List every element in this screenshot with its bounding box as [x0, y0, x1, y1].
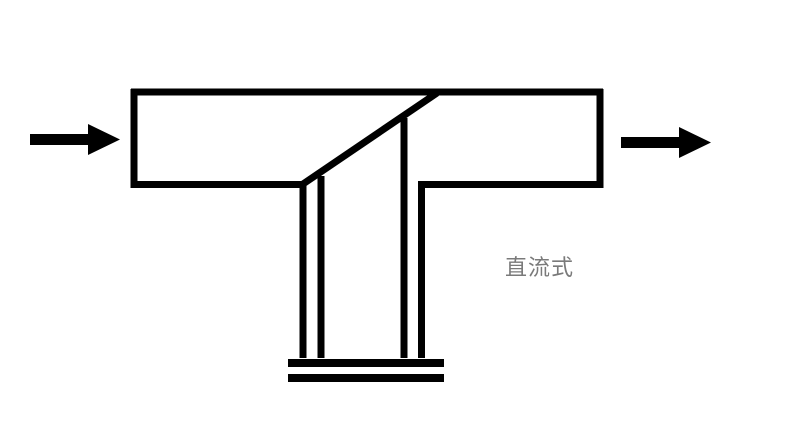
outlet-arrow-icon — [621, 127, 711, 158]
diagram-caption: 直流式 — [505, 256, 575, 281]
diagonal-valve-plate — [301, 90, 439, 187]
tee-body — [130, 88, 604, 358]
base-plate — [288, 359, 444, 382]
inlet-arrow-icon — [30, 124, 120, 155]
